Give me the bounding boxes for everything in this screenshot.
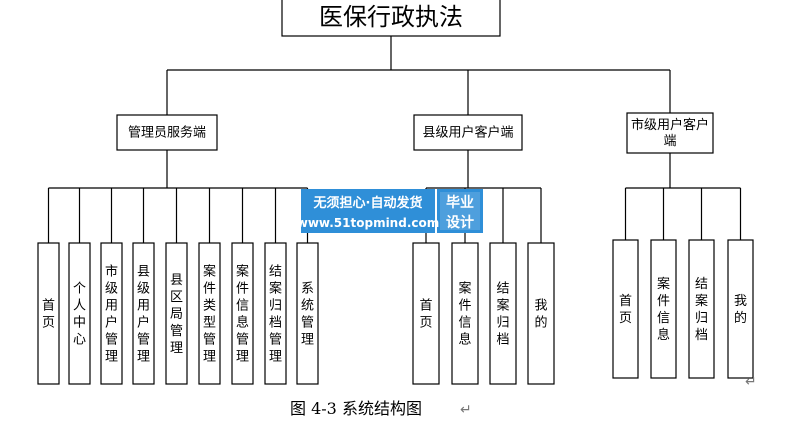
branch-label: 市级用户客户端 xyxy=(631,117,709,149)
branch-box xyxy=(626,112,714,154)
watermark-badge-line1: 毕业 xyxy=(446,194,474,211)
leaf-box xyxy=(100,242,123,385)
leaf-box xyxy=(688,239,715,379)
branch-nodes: 管理员服务端 县级用户客户端 市级用户客户端 xyxy=(116,112,714,154)
paragraph-mark: ↵ xyxy=(745,374,757,390)
leaf-box xyxy=(165,242,188,385)
leaf-box xyxy=(296,242,319,385)
leaf-box xyxy=(132,242,155,385)
leaf-label: 案件类型管理 xyxy=(203,265,216,365)
leaf-label: 县区局管理 xyxy=(170,273,183,356)
figure-caption: 图 4-3 系统结构图 xyxy=(290,399,422,418)
leaf-label: 案件信息管理 xyxy=(236,265,249,365)
caption-paragraph-mark: ↵ xyxy=(460,402,472,418)
leaf-label: 案件信息 xyxy=(657,277,670,343)
leaf-box xyxy=(650,239,677,379)
leaf-label: 首页 xyxy=(619,294,632,326)
leaf-box xyxy=(489,242,517,385)
leaf-label: 我的 xyxy=(534,299,547,331)
leaf-box xyxy=(727,239,754,379)
leaf-label: 系统管理 xyxy=(301,282,314,348)
leaf-box xyxy=(198,242,221,385)
leaf-nodes: 首页 个人中心 市级用户管理 县级用户管理 县区局管理 案件类型管理 案件信息管理 结案归档管… xyxy=(37,239,754,385)
leaf-label: 首页 xyxy=(419,299,432,331)
leaf-label: 结案归档 xyxy=(695,277,708,343)
watermark-line2: www.51topmind.com xyxy=(297,216,440,230)
leaf-box xyxy=(231,242,254,385)
watermark-line1: 无须担心·自动发货 xyxy=(313,195,423,211)
leaf-box xyxy=(264,242,287,385)
leaf-label: 我的 xyxy=(734,294,747,326)
leaf-label: 结案归档 xyxy=(496,282,509,348)
leaf-box xyxy=(527,242,555,385)
leaf-label: 个人中心 xyxy=(73,282,86,348)
leaf-box xyxy=(37,242,60,385)
leaf-label: 县级用户管理 xyxy=(137,265,150,365)
leaf-label: 案件信息 xyxy=(458,282,471,348)
leaf-box xyxy=(68,242,91,385)
branch-label: 管理员服务端 xyxy=(128,125,206,141)
branch-box xyxy=(116,114,218,151)
leaf-box xyxy=(451,242,479,385)
leaf-box xyxy=(612,239,639,379)
watermark: 无须担心·自动发货 www.51topmind.com 毕业 设计 xyxy=(297,189,483,233)
root-node: 医保行政执法 xyxy=(281,0,501,37)
leaf-box xyxy=(412,242,440,385)
leaf-label: 首页 xyxy=(42,299,55,331)
branch-box xyxy=(413,114,523,151)
leaf-label: 结案归档管理 xyxy=(269,265,282,365)
branch-label: 县级用户客户端 xyxy=(422,125,513,141)
watermark-badge-line2: 设计 xyxy=(446,214,474,231)
leaf-label: 市级用户管理 xyxy=(105,264,118,365)
root-title: 医保行政执法 xyxy=(319,3,463,31)
